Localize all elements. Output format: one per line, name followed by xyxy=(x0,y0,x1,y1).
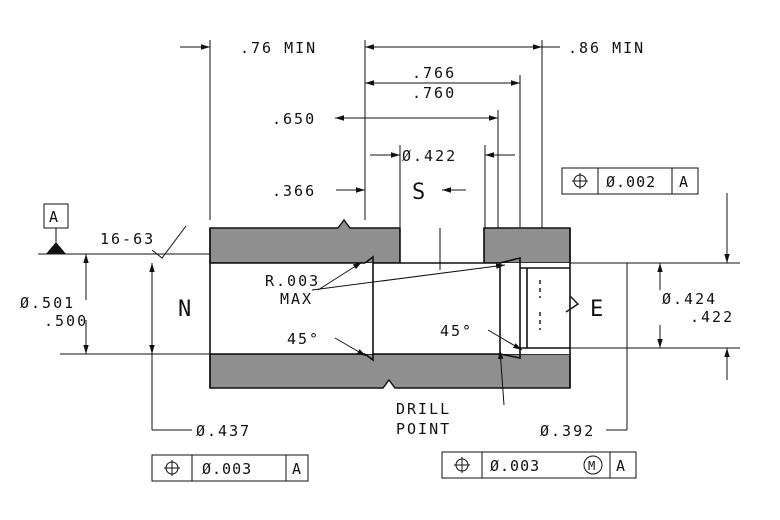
position-icon xyxy=(572,173,588,189)
section-e-label: E xyxy=(590,297,603,322)
fcf-bottom-right-datum: A xyxy=(616,457,626,475)
fcf-top-tolerance: Ø.002 xyxy=(606,173,656,191)
datum-letter: A xyxy=(49,208,60,226)
dim-392: Ø.392 xyxy=(540,422,595,440)
section-s-label: S xyxy=(412,180,425,205)
dim-366: .366 xyxy=(272,182,316,200)
position-icon xyxy=(454,457,470,473)
fcf-top-datum: A xyxy=(679,173,689,191)
fcf-top: Ø.002 A xyxy=(561,167,699,195)
dim-500: .500 xyxy=(44,312,88,330)
cross-hole-cavity xyxy=(400,228,484,263)
bore-cavity xyxy=(210,263,570,354)
dim-424: Ø.424 xyxy=(662,290,717,308)
radius-label-1: R.003 xyxy=(265,272,320,290)
angle-left-label: 45° xyxy=(287,330,320,348)
datum-a-feature: A xyxy=(43,203,69,254)
bottom-wall-section xyxy=(209,353,571,389)
dim-right-min: .86 MIN xyxy=(568,39,645,57)
angle-right-label: 45° xyxy=(440,322,473,340)
dim-cbore-lower: .760 xyxy=(412,84,456,102)
section-n-label: N xyxy=(178,297,191,322)
dimension-lines xyxy=(83,44,730,431)
fcf-bottom-left-tolerance: Ø.003 xyxy=(202,460,252,478)
dim-501: Ø.501 xyxy=(20,294,75,312)
mmc-modifier-icon xyxy=(583,455,603,475)
fcf-bottom-right-modifier: M xyxy=(588,459,595,473)
position-icon xyxy=(164,460,180,476)
fcf-bottom-right-tolerance: Ø.003 xyxy=(490,457,540,475)
surface-finish-symbol: 16-63 xyxy=(100,225,187,259)
dim-422b: .422 xyxy=(690,308,734,326)
dim-437: Ø.437 xyxy=(196,422,251,440)
top-wall-right-section xyxy=(483,227,571,264)
part-section xyxy=(209,218,580,389)
surface-finish-label: 16-63 xyxy=(100,230,155,248)
datum-triangle-icon xyxy=(46,242,66,254)
drill-region xyxy=(520,263,570,354)
drill-label-2: POINT xyxy=(396,420,451,438)
fcf-bottom-left: Ø.003 A xyxy=(151,454,309,482)
fcf-bottom-right: Ø.003 M A xyxy=(441,451,637,479)
dim-cbore-upper: .766 xyxy=(412,64,456,82)
radius-label-2: MAX xyxy=(280,290,313,308)
top-wall-section xyxy=(209,218,401,264)
drill-label-1: DRILL xyxy=(396,400,451,418)
fcf-bottom-left-datum: A xyxy=(292,460,302,478)
dim-left-min: .76 MIN xyxy=(240,39,317,57)
dim-650: .650 xyxy=(272,110,316,128)
dim-422: Ø.422 xyxy=(402,147,457,165)
